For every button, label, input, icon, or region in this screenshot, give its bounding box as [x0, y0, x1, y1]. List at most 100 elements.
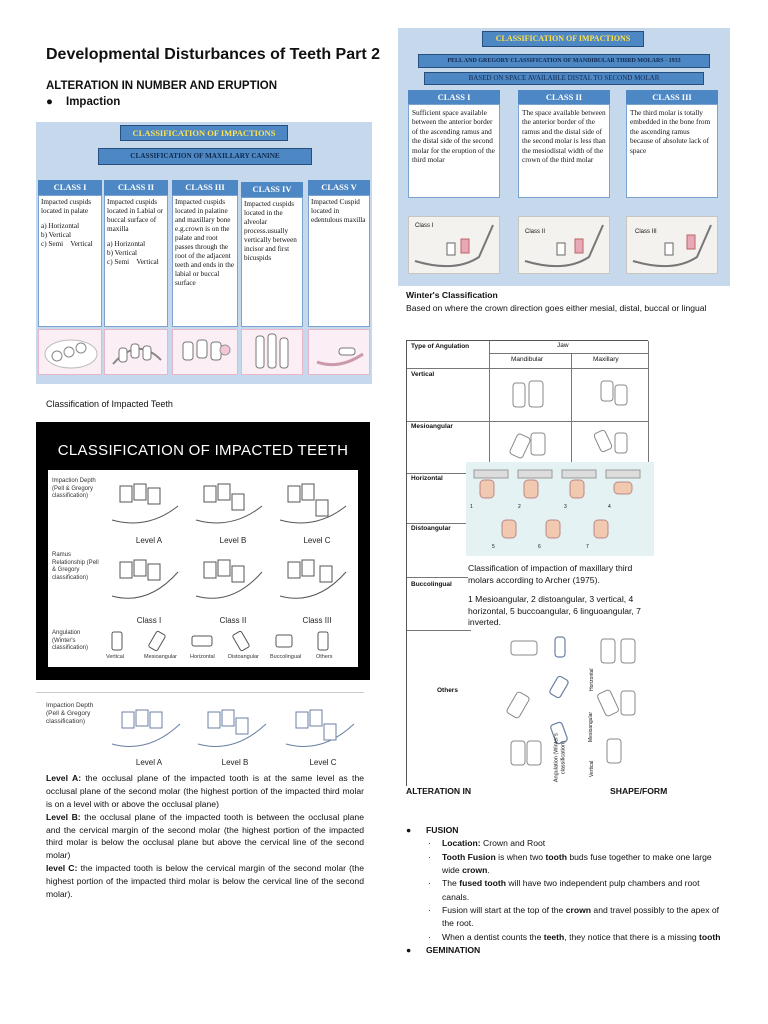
row-label-vertical: Vertical — [411, 371, 435, 378]
class-label: Class III — [302, 616, 332, 625]
alteration-right: SHAPE/FORM — [610, 786, 668, 796]
caption-impacted-teeth: Classification of Impacted Teeth — [46, 399, 173, 409]
angulation-table: Type of Angulation Jaw Mandibular Maxill… — [406, 340, 649, 786]
item-text: buds fuse together to make one large wid… — [442, 851, 712, 875]
term: fused tooth — [459, 878, 506, 889]
definition: the occlusal plane of the impacted tooth… — [46, 773, 364, 809]
item-text: Fusion will start at the top of the — [442, 904, 566, 915]
col-header-mandibular: Mandibular — [511, 356, 544, 363]
alteration-left: ALTERATION IN — [406, 786, 472, 796]
figure-title: CLASSIFICATION OF IMPACTIONS — [482, 31, 644, 47]
rotated-label: Mesioangular — [588, 711, 594, 742]
section-heading: ALTERATION IN NUMBER AND ERUPTION — [46, 80, 278, 92]
list-item: ·Fusion will start at the top of the cro… — [428, 904, 720, 929]
canine-class-3: CLASS III Impacted cuspids located in pa… — [172, 180, 238, 327]
level-b-text: Level B: the occlusal plane of the impac… — [46, 811, 364, 863]
archer-figure: 1 2 3 4 5 6 7 — [466, 462, 654, 556]
archer-list-text: 1 Mesioangular, 2 distoangular, 3 vertic… — [468, 594, 641, 628]
level-c-text: level C: the impacted tooth is below the… — [46, 862, 364, 901]
archer-num: 4 — [608, 504, 611, 510]
rotated-label: Horizontal — [589, 668, 595, 691]
rotated-label: Vertical — [589, 760, 595, 777]
item-text: is when two — [495, 851, 546, 862]
tooth-drawing-icon — [44, 339, 98, 369]
table-line — [407, 630, 471, 631]
winters-heading: Winter's Classification — [406, 290, 498, 300]
list-item: ·Tooth Fusion is when two tooth buds fus… — [428, 851, 712, 875]
class-body: Sufficient space available between the a… — [408, 104, 500, 198]
col-header-type: Type of Angulation — [411, 343, 470, 350]
tooth-drawing-icon — [112, 343, 162, 365]
figure-subtitle-2: BASED ON SPACE AVAILABLE DISTAL TO SECON… — [424, 72, 704, 85]
angulation-label: Mesioangular — [144, 654, 178, 660]
tooth-illustration-4 — [241, 329, 303, 375]
xray-label: Class II — [525, 229, 546, 235]
level-label: Level A — [135, 758, 163, 767]
figure-subtitle: PELL AND GREGORY CLASSIFICATION OF MANDI… — [418, 54, 710, 68]
fusion-list: ·Location: Crown and Root ·Tooth Fusion … — [406, 837, 724, 944]
bullet-label: Impaction — [66, 96, 121, 108]
class-item: b) Vertical — [107, 249, 138, 257]
tooth-illustration-5 — [308, 329, 370, 375]
table-line — [648, 341, 649, 463]
figure-title: CLASSIFICATION OF IMPACTED TEETH — [57, 442, 349, 459]
term: tooth — [545, 851, 567, 862]
tooth-illustration-1 — [38, 329, 102, 375]
fusion-heading: ●FUSION — [406, 825, 459, 835]
page-title: Developmental Disturbances of Teeth Part… — [46, 46, 381, 63]
term: Level B: — [46, 811, 81, 822]
class-label: Class I — [136, 616, 162, 625]
list-item: ·The fused tooth will have two independe… — [428, 878, 700, 902]
levels-description: Level A: the occlusal plane of the impac… — [46, 772, 364, 901]
class-body: The third molar is totally embedded in t… — [626, 104, 718, 198]
term: teeth — [543, 931, 565, 942]
table-line — [571, 353, 572, 463]
table-line — [407, 523, 471, 524]
impaction-depth-figure: Impaction Depth (Pell & Gregory classifi… — [46, 700, 364, 768]
class-item: a) Horizontal — [41, 222, 80, 230]
row-label-buccolingual: Buccolingual — [411, 581, 452, 588]
item-text: and travel possibly to the apex of the r… — [442, 904, 720, 929]
class-head: CLASS IV — [241, 182, 303, 197]
gemination-heading: ●GEMINATION — [406, 944, 481, 955]
xray-label: Class III — [635, 229, 657, 235]
row-label-ramus: Ramus Relationship (Pell & Gregory class… — [52, 552, 99, 581]
winters-text: Based on where the crown direction goes … — [406, 303, 707, 313]
class-label: Class II — [219, 616, 247, 625]
pell-class-1: CLASS I Sufficient space available betwe… — [408, 90, 500, 198]
level-a-text: Level A: the occlusal plane of the impac… — [46, 772, 364, 811]
row-label-distoangular: Distoangular — [411, 525, 451, 532]
class-body: Impacted cuspids located in palate a) Ho… — [38, 195, 102, 327]
class-body: Impacted cuspids located in palatine and… — [172, 195, 238, 327]
class-head: CLASS I — [38, 180, 102, 195]
class-head: CLASS I — [408, 90, 500, 104]
jaw-xray-icon — [524, 224, 604, 268]
term: tooth — [699, 931, 721, 942]
maxillary-canine-figure: CLASSIFICATION OF IMPACTIONS CLASSIFICAT… — [36, 122, 372, 384]
class-item: c) Semi Vertical — [41, 240, 93, 248]
table-line — [489, 341, 490, 463]
depth-levels-drawing-icon — [111, 483, 347, 524]
item-text: , they notice that there is a missing — [564, 931, 700, 942]
row-label-angulation: Angulation (Winter's classification) — [52, 630, 89, 651]
class-body: Impacted Cuspid located in edentulous ma… — [308, 195, 370, 327]
row-label-horizontal: Horizontal — [411, 475, 443, 482]
level-label: Level C — [303, 536, 331, 545]
angulation-label: Vertical — [106, 654, 125, 660]
class-item: a) Horizontal — [107, 240, 146, 248]
item-text: When a dentist counts the — [442, 931, 544, 942]
table-line — [407, 421, 649, 422]
fusion-heading-label: FUSION — [426, 825, 459, 835]
impacted-teeth-figure: CLASSIFICATION OF IMPACTED TEETH Impacti… — [36, 422, 370, 680]
gemination-label: GEMINATION — [426, 944, 481, 955]
item-text: . — [487, 864, 490, 875]
tooth-drawing-icon — [182, 339, 231, 361]
term: crown — [462, 864, 488, 875]
pell-class-3: CLASS III The third molar is totally emb… — [626, 90, 718, 198]
level-label: Level B — [219, 536, 247, 545]
archer-num: 2 — [518, 504, 521, 510]
tooth-drawing-icon — [255, 333, 289, 369]
archer-num: 3 — [564, 504, 567, 510]
angulation-label: Distoangular — [228, 654, 259, 660]
divider — [36, 692, 364, 693]
